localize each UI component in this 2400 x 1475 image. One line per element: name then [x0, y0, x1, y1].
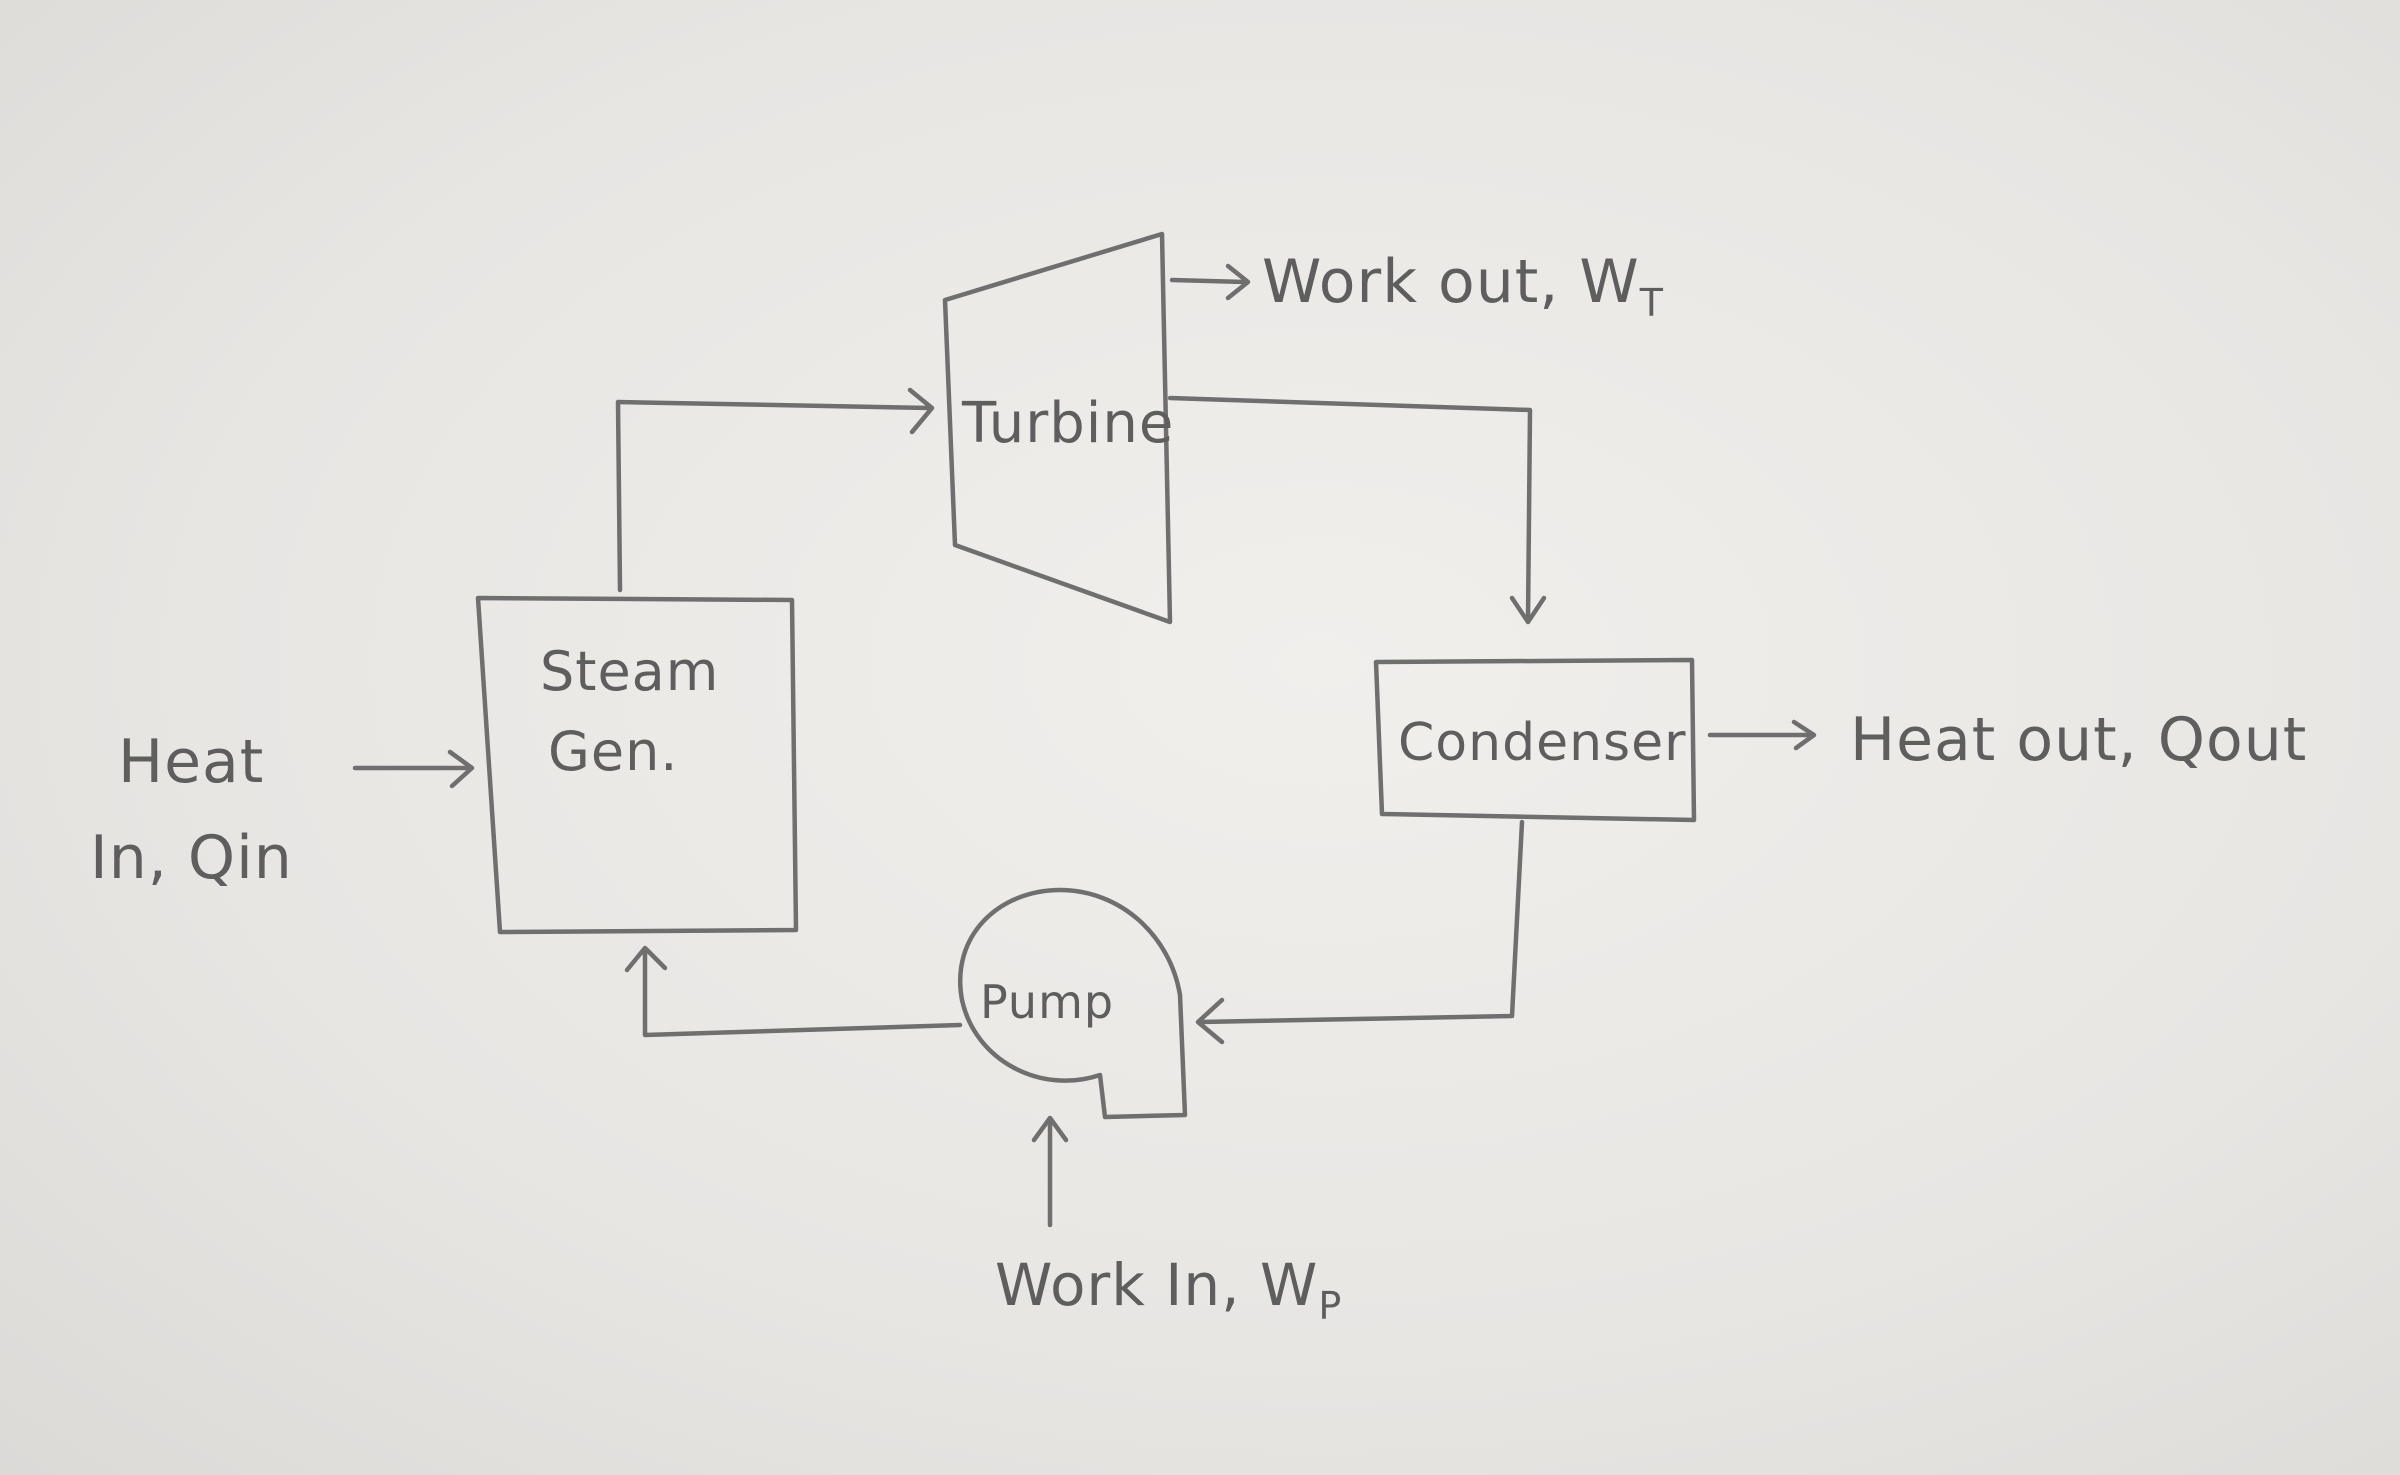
work-out-arrow — [1169, 263, 1251, 301]
condensate-line — [1195, 819, 1525, 1045]
pump-label: Pump — [980, 975, 1114, 1029]
steam-gen-label-line2: Gen. — [548, 720, 678, 783]
condenser: Condenser — [1373, 657, 1697, 823]
heat-in-label-line1: Heat — [118, 727, 264, 797]
heat-out-label: Heat out, Qout — [1850, 705, 2307, 775]
heat-out-arrow — [1707, 719, 1817, 751]
steam-gen-label-line1: Steam — [540, 640, 719, 703]
turbine-exhaust-line — [1167, 395, 1547, 625]
work-out-label: Work out, WT — [1262, 247, 1664, 325]
condenser-label: Condenser — [1398, 713, 1687, 773]
pump: Pump — [958, 887, 1188, 1120]
feedwater-line — [624, 945, 963, 1038]
work-in-label: Work In, WP — [995, 1251, 1342, 1328]
turbine-label: Turbine — [961, 391, 1174, 456]
heat-in-arrow — [352, 749, 475, 789]
steam-line-to-turbine — [615, 387, 935, 593]
steam-generator: Steam Gen. — [475, 595, 799, 935]
heat-in-label-line2: In, Qin — [90, 823, 293, 893]
work-in-arrow — [1031, 1115, 1069, 1228]
turbine: Turbine — [942, 231, 1174, 625]
